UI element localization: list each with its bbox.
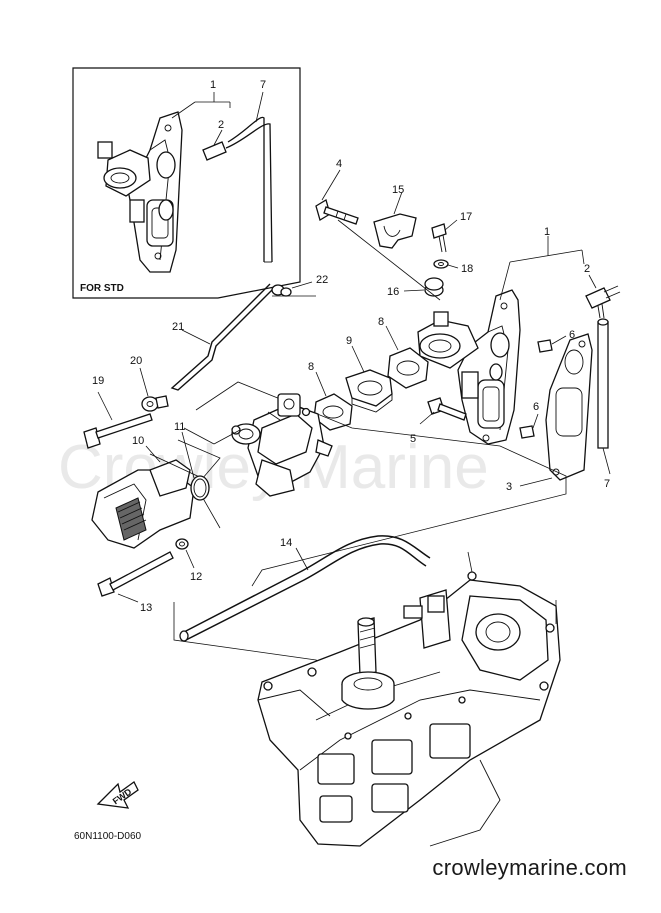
inset-std-box: FOR STD 1 2 7 [72,67,301,299]
callout-13: 13 [140,602,152,614]
callout-4: 4 [336,158,342,170]
callout-17: 17 [460,211,472,223]
diagram-code: 60N1100-D060 [74,831,142,842]
grommet-20: 20 [130,355,169,412]
bolt-4: 4 [315,158,359,225]
inset-hose [225,123,273,263]
engine-block [257,551,561,847]
callout-inset-2: 2 [218,119,224,131]
callout-16: 16 [387,286,399,298]
callout-6b: 6 [533,401,539,413]
collar-12: 12 [175,538,202,583]
link-rod-21: 21 [170,283,275,391]
hose-14: 14 [173,535,431,673]
clamp-15: 15 [373,184,417,249]
callout-15: 15 [392,184,404,196]
grommet-16: 16 [387,277,444,298]
callout-inset-7: 7 [260,79,266,91]
oring-11: 11 [174,421,210,501]
callout-21: 21 [172,321,184,333]
dowel-6b: 6 [519,401,539,439]
callout-19: 19 [92,375,104,387]
inset-intake-manifold [97,111,183,273]
inset-fitting [202,141,227,161]
callout-14: 14 [280,537,292,549]
gasket-8-upper: 8 [378,316,429,389]
fitting-2: 2 [584,263,621,319]
hose-7: 7 [597,318,611,490]
callout-12: 12 [190,571,202,583]
callout-inset-1: 1 [210,79,216,91]
callout-18: 18 [461,263,473,275]
callout-8-lower: 8 [308,361,314,373]
callout-22: 22 [316,274,328,286]
dowel-6a: 6 [537,329,575,353]
callout-6a: 6 [569,329,575,341]
callout-10: 10 [132,435,144,447]
bolt-5: 5 [410,397,467,445]
callout-11: 11 [174,421,185,433]
callout-8-upper: 8 [378,316,384,328]
washer-18: 18 [433,259,473,275]
callout-20: 20 [130,355,142,367]
bolt-19: 19 [83,375,153,449]
fwd-arrow-icon: FWD [96,781,139,809]
callout-3: 3 [506,481,512,493]
screw-17: 17 [431,211,472,253]
intake-manifold-1: 1 [417,226,585,445]
callout-7: 7 [604,478,610,490]
footer-site-url[interactable]: crowleymarine.com [432,855,627,880]
bolt-13: 13 [97,551,174,614]
silencer-10: 10 [91,435,221,549]
carburetor [183,393,333,497]
callout-2: 2 [584,263,590,275]
callout-9: 9 [346,335,352,347]
gasket-3: 3 [506,333,593,493]
inset-label: FOR STD [80,283,124,294]
clip-22: 22 [271,274,328,297]
callout-5: 5 [410,433,416,445]
spacer-9: 9 [345,335,393,413]
callout-1: 1 [544,226,550,238]
